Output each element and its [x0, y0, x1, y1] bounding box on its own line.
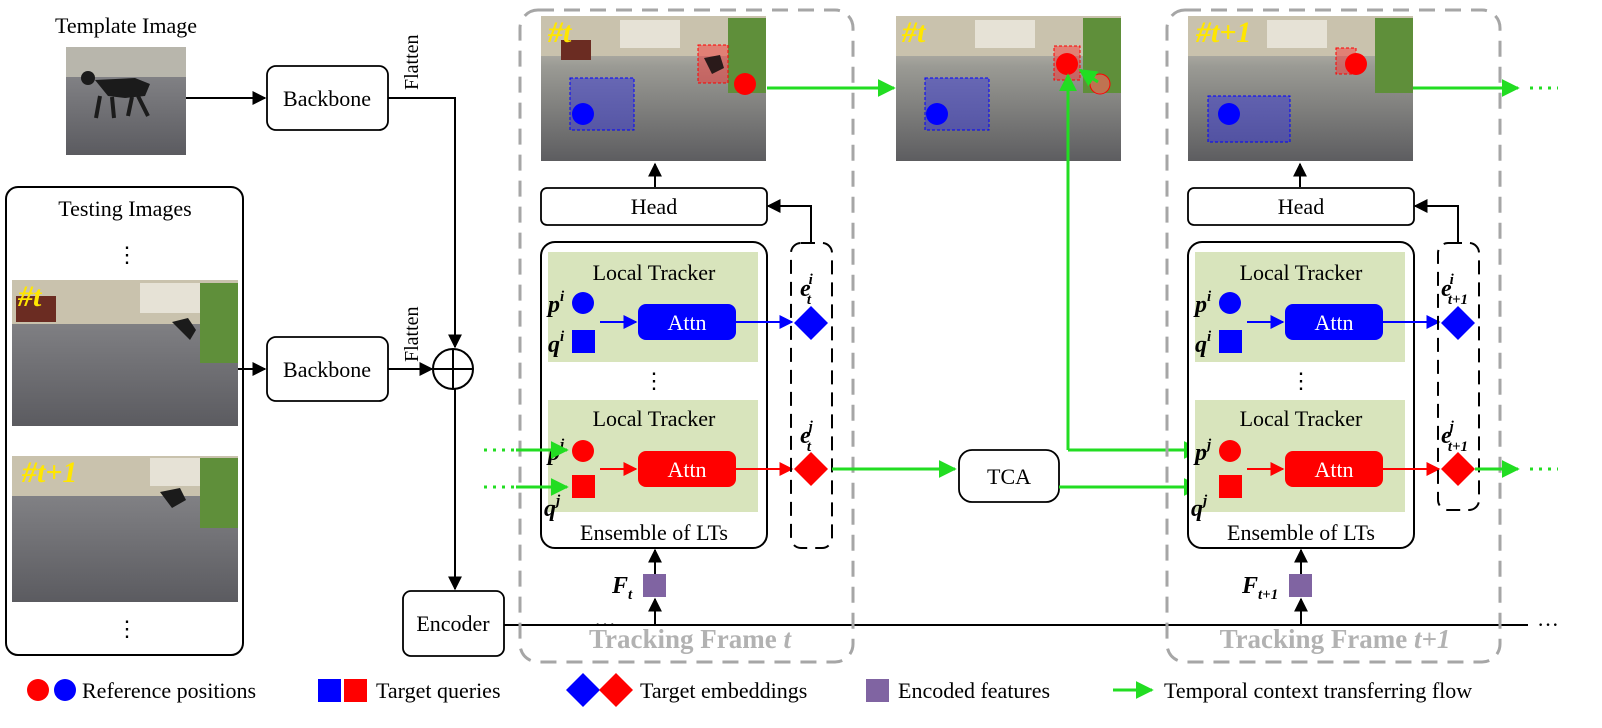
ensemble-ellipsis-t: ⋮ — [643, 368, 665, 393]
testing-image-t1: #t+1 — [12, 456, 238, 602]
head-label-t: Head — [631, 194, 677, 219]
frame-title-t1: Tracking Frame t+1 — [1220, 624, 1451, 654]
ref-position-j-t1 — [1219, 440, 1241, 462]
legend-blue-diamond — [566, 673, 600, 707]
target-embedding-j-t1 — [1441, 452, 1475, 486]
attn-i-label-t1: Attn — [1314, 310, 1353, 335]
target-embedding-i-t1 — [1441, 306, 1475, 340]
ref-position-j-t — [572, 440, 594, 462]
query-p-i-t: pi — [546, 289, 565, 318]
legend-reference-positions: Reference positions — [82, 678, 256, 703]
testing-images-label: Testing Images — [58, 196, 191, 221]
baseline-dots-mid: ··· — [594, 612, 616, 637]
legend-target-embeddings: Target embeddings — [640, 678, 807, 703]
frame-t1-badge: #t+1 — [1195, 16, 1251, 49]
target-embedding-i-t — [794, 306, 828, 340]
embeddings-box-t1 — [1437, 242, 1480, 511]
target-query-j-t — [572, 475, 595, 498]
local-tracker-j-label-t1: Local Tracker — [1240, 406, 1363, 431]
testing-images-panel — [5, 186, 244, 656]
frame-t-image: #t — [541, 16, 766, 161]
middle-image: #t — [896, 16, 1121, 161]
legend-red-circle — [27, 679, 49, 701]
legend-red-square — [344, 679, 367, 702]
attn-i-t — [638, 304, 736, 340]
feature-label-t1: Ft+1 — [1241, 573, 1278, 603]
flatten-label-bottom: Flatten — [401, 306, 423, 362]
query-q-i-t1: qi — [1195, 329, 1212, 358]
encoder-box — [402, 590, 505, 657]
query-p-i-t1: pi — [1193, 289, 1212, 318]
middle-badge: #t — [901, 16, 927, 49]
tracking-frame-t — [518, 8, 855, 664]
ellipsis-top: ⋮ — [116, 242, 138, 267]
legend-target-queries: Target queries — [376, 678, 501, 703]
ref-position-i-t1 — [1219, 292, 1241, 314]
target-query-i-t1 — [1219, 330, 1242, 353]
feature-label-t: Ft — [611, 573, 633, 603]
local-tracker-j-label-t: Local Tracker — [593, 406, 716, 431]
arrow-emb-to-head-t1 — [1413, 199, 1459, 243]
ref-position-i-t — [572, 292, 594, 314]
legend-flow: Temporal context transferring flow — [1164, 678, 1472, 703]
arrow-emb-to-head-t — [766, 199, 812, 243]
attn-i-t1 — [1285, 304, 1383, 340]
frame-title-t: Tracking Frame t — [589, 624, 792, 654]
frame-t1-image: #t+1 — [1188, 16, 1413, 161]
flatten-label-top: Flatten — [401, 34, 423, 90]
query-q-i-t: qi — [548, 329, 565, 358]
target-query-i-t — [572, 330, 595, 353]
legend: Reference positions Target queries Targe… — [27, 673, 1472, 707]
attn-i-label-t: Attn — [667, 310, 706, 335]
query-q-j-t: qj — [544, 493, 561, 522]
query-q-j-t1: qj — [1191, 493, 1208, 522]
legend-blue-circle — [54, 679, 76, 701]
attn-j-label-t1: Attn — [1314, 457, 1353, 482]
tca-label: TCA — [987, 464, 1031, 489]
encoded-feature-t1 — [1289, 574, 1312, 597]
query-p-j-t1: pj — [1193, 437, 1212, 466]
testing-badge-t: #t — [17, 280, 43, 313]
template-image-label: Template Image — [55, 13, 197, 38]
baseline-dots-end: ··· — [1537, 612, 1559, 637]
backbone-testing-label: Backbone — [283, 357, 371, 382]
arrow-flatten-template — [388, 97, 462, 349]
encoder-label: Encoder — [416, 611, 490, 636]
concat-operator — [432, 348, 474, 390]
testing-badge-t1: #t+1 — [21, 456, 77, 489]
tca-box — [958, 449, 1060, 503]
local-tracker-i-label-t1: Local Tracker — [1240, 260, 1363, 285]
target-embedding-j-t — [794, 452, 828, 486]
ensemble-label-t1: Ensemble of LTs — [1227, 520, 1375, 545]
legend-red-diamond — [599, 673, 633, 707]
ensemble-ellipsis-t1: ⋮ — [1290, 368, 1312, 393]
encoded-feature-t — [643, 574, 666, 597]
head-label-t1: Head — [1278, 194, 1324, 219]
ellipsis-bottom: ⋮ — [116, 616, 138, 641]
attn-j-t — [638, 451, 736, 487]
testing-image-t: #t — [12, 280, 238, 426]
template-image — [66, 47, 186, 155]
backbone-template-label: Backbone — [283, 86, 371, 111]
embeddings-box-t — [790, 242, 833, 549]
attn-j-label-t: Attn — [667, 457, 706, 482]
legend-blue-square — [318, 679, 341, 702]
local-tracker-i-label-t: Local Tracker — [593, 260, 716, 285]
ensemble-label-t: Ensemble of LTs — [580, 520, 728, 545]
attn-j-t1 — [1285, 451, 1383, 487]
legend-purple-square — [866, 679, 889, 702]
tracking-frame-t1 — [1165, 8, 1502, 664]
legend-encoded-features: Encoded features — [898, 678, 1050, 703]
frame-t-badge: #t — [547, 16, 573, 49]
target-query-j-t1 — [1219, 475, 1242, 498]
